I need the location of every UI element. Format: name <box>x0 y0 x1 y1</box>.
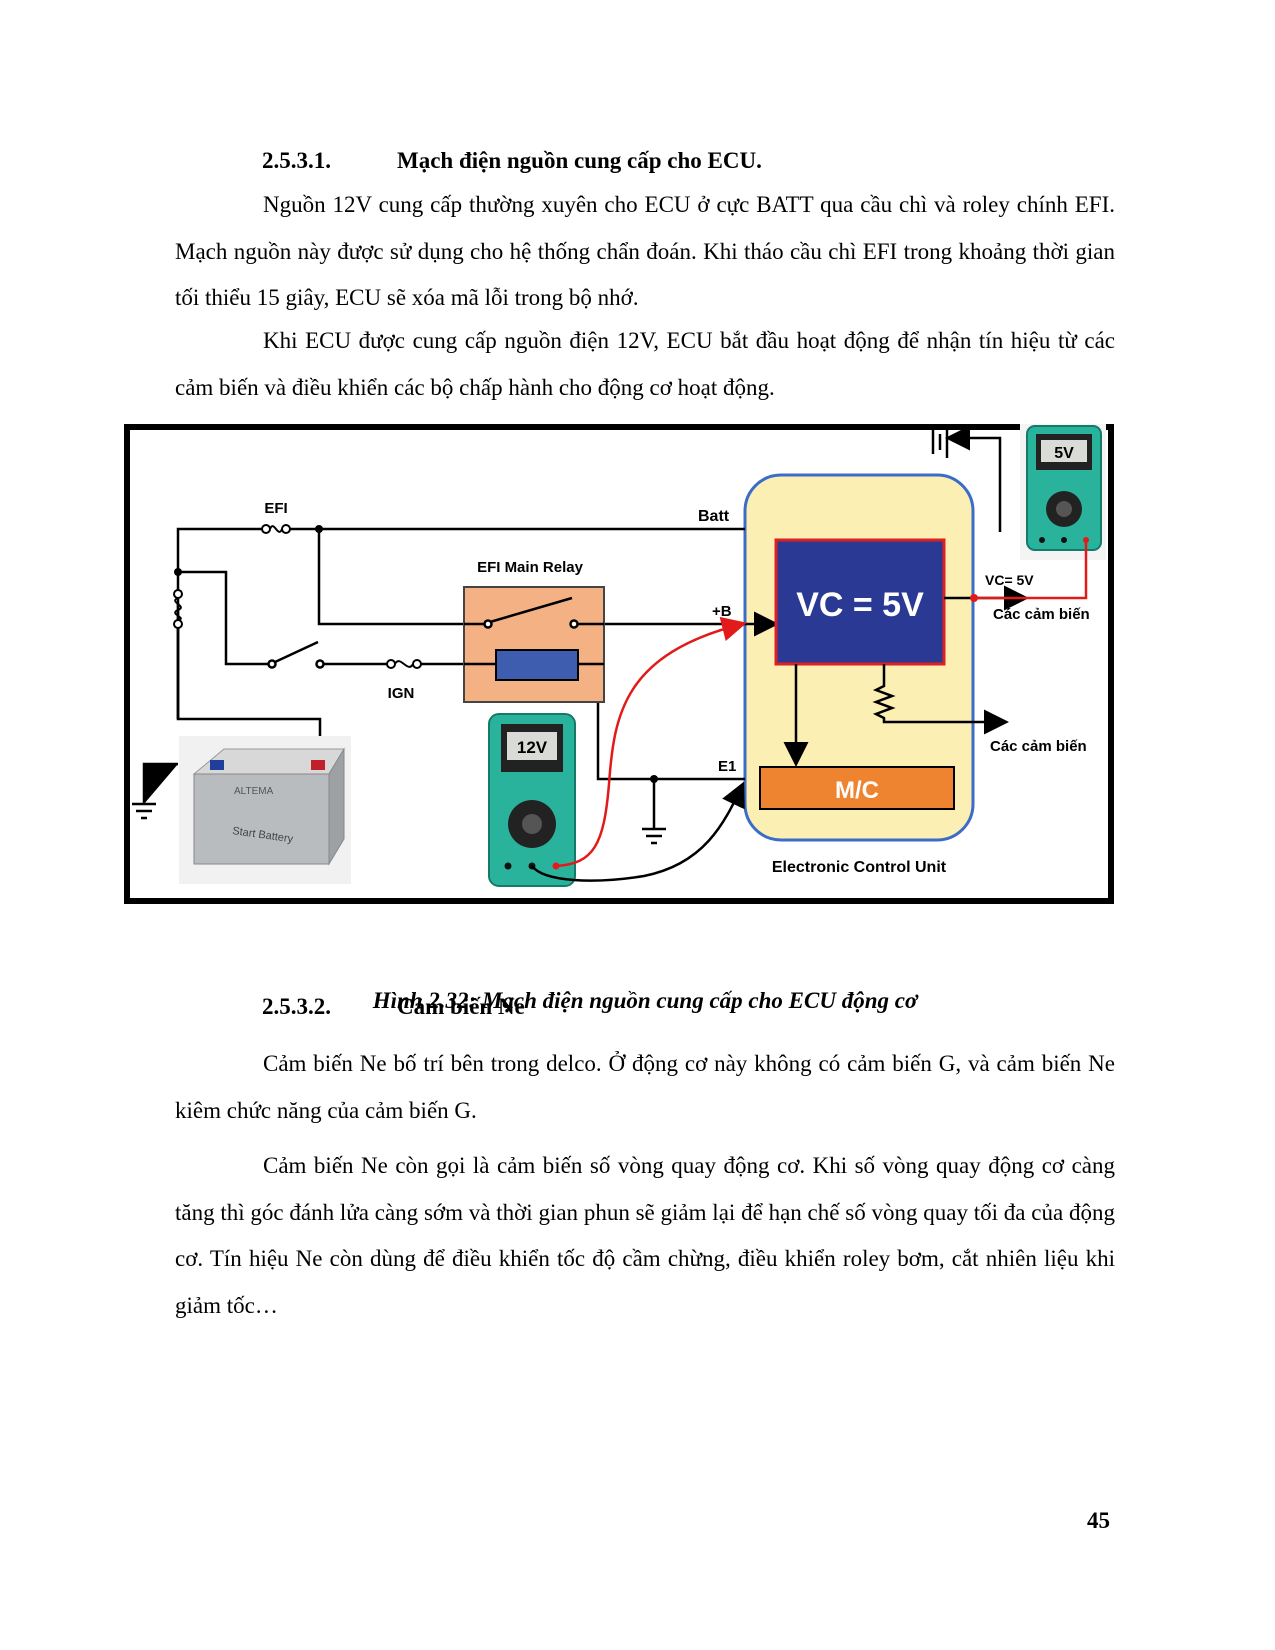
vc-regulator-block <box>774 538 946 666</box>
section-title: Mạch điện nguồn cung cấp cho ECU. <box>397 148 762 173</box>
ground-icon <box>132 762 178 820</box>
battery-brand: ALTEMA <box>234 786 274 797</box>
multimeter-12v-icon: 12V <box>488 713 576 887</box>
probe-wire-red <box>976 540 1088 600</box>
sensor-label: Các cảm biến <box>990 738 1087 755</box>
ign-fuse-icon <box>386 659 422 669</box>
ecu-power-circuit-diagram: EFI IGN EFI Main Relay <box>124 424 1114 904</box>
paragraph: Cảm biến Ne còn gọi là cảm biến số vòng … <box>175 1153 1115 1318</box>
relay-label: EFI Main Relay <box>477 559 584 576</box>
efi-fuse-icon <box>261 524 291 534</box>
fusible-link-icon <box>173 589 183 629</box>
ign-label: IGN <box>388 685 415 702</box>
paragraph: Khi ECU được cung cấp nguồn điện 12V, EC… <box>175 328 1115 400</box>
meter-top-reading: 5V <box>1054 445 1074 462</box>
e1-pin-label: E1 <box>718 758 736 775</box>
efi-main-relay <box>463 586 605 703</box>
battery-image: ALTEMA Start Battery <box>179 736 351 884</box>
plus-b-pin-label: +B <box>712 603 732 620</box>
ignition-switch-icon <box>267 640 325 669</box>
section-title: Cảm biến Ne <box>397 994 525 1019</box>
section-number: 2.5.3.1. <box>262 148 331 173</box>
multimeter-5v-icon: 5V <box>1020 424 1106 560</box>
section-number: 2.5.3.2. <box>262 994 331 1019</box>
mc-block <box>759 766 955 810</box>
probe-wire-red <box>555 616 747 868</box>
ecu-label: Electronic Control Unit <box>772 859 947 876</box>
meter-bottom-reading: 12V <box>517 738 548 757</box>
ground-icon <box>642 827 666 845</box>
paragraph: Cảm biến Ne bố trí bên trong delco. Ở độ… <box>175 1051 1115 1123</box>
junction-dots <box>174 525 658 783</box>
mc-block-label: M/C <box>835 777 879 804</box>
vc-block-label: VC = 5V <box>796 586 924 624</box>
wiring <box>176 527 745 829</box>
figure-caption: Hình 2.32: Mạch điện nguồn cung cấp cho … <box>372 988 918 1013</box>
section-heading-2532: 2.5.3.2. Cảm biến Ne <box>262 994 525 1020</box>
vc-output-label: VC= 5V <box>985 572 1034 588</box>
probe-wire-black <box>531 781 745 882</box>
sensor-label: Các cảm biến <box>993 606 1090 623</box>
relay-switch-icon <box>464 596 604 629</box>
relay-coil-icon <box>464 649 604 681</box>
section-heading-2531: 2.5.3.1. Mạch điện nguồn cung cấp cho ECU… <box>262 148 762 174</box>
ground-icon <box>931 425 1002 532</box>
page-number: 45 <box>1087 1508 1110 1533</box>
resistor-icon <box>872 664 1009 735</box>
paragraph: Nguồn 12V cung cấp thường xuyên cho ECU … <box>175 192 1115 310</box>
efi-label: EFI <box>264 500 287 517</box>
batt-pin-label: Batt <box>698 508 730 525</box>
